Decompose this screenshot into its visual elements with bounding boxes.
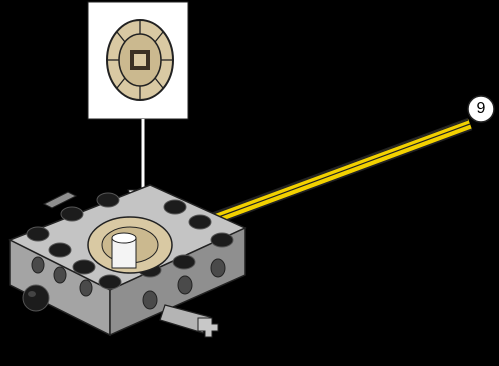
step-callout-number: 9	[468, 96, 494, 122]
technic-brick-icon	[10, 185, 245, 337]
installed-gear	[88, 217, 172, 273]
part-inset-panel	[88, 2, 188, 119]
axle-icon	[205, 120, 472, 227]
pin-icon	[23, 285, 49, 311]
grey-axle-icon	[160, 305, 218, 337]
gear-part-icon	[107, 20, 173, 100]
